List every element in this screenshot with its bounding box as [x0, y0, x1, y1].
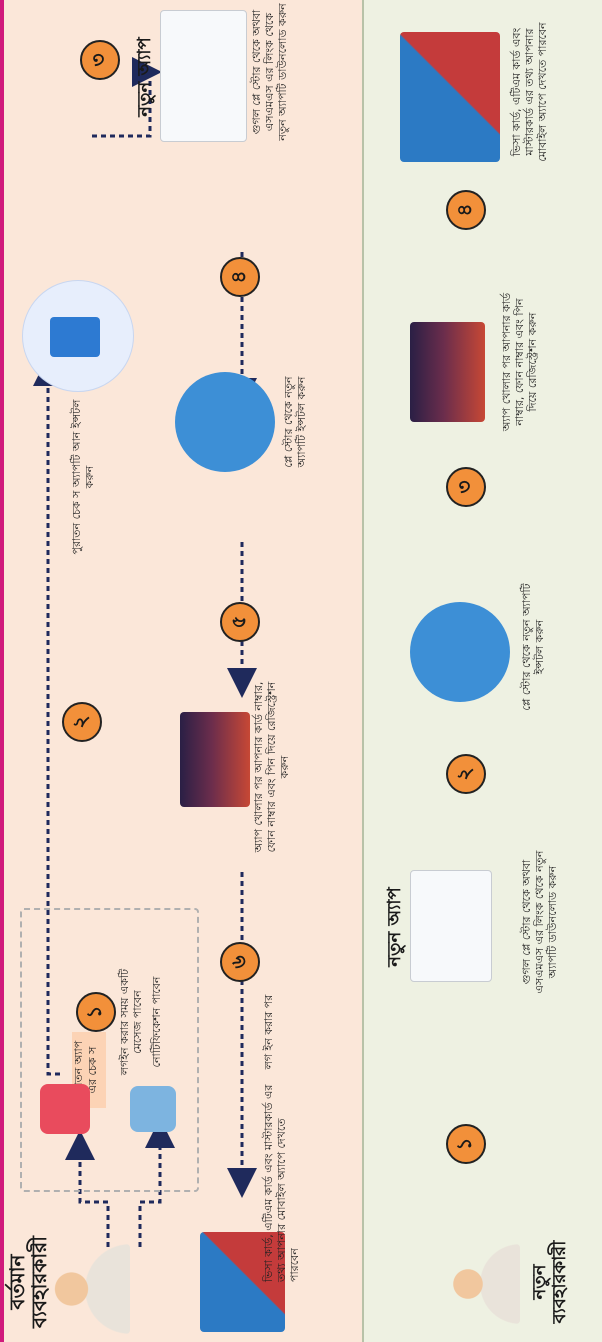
existing-step-5-badge: ৫	[220, 602, 260, 642]
arrow-user-to-notification	[65, 1130, 110, 1247]
notification-label: নোটিফিকেশন পাবেন	[150, 976, 163, 1068]
new-app-screenshot	[410, 870, 492, 982]
notification-icon	[40, 1084, 90, 1134]
existing-step-2-caption: পুরাতন চেক স অ্যাপটি আন ইন্সটল করুন	[70, 399, 96, 555]
trash-can-glyph	[50, 317, 100, 357]
existing-play-store-install	[175, 372, 275, 472]
existing-final-caption: ভিসা কার্ড, এটিএম কার্ড এবং মাস্টারকার্ড…	[262, 1084, 301, 1282]
existing-step-1-badge: ১	[76, 992, 116, 1032]
existing-step-2-badge: ২	[62, 702, 102, 742]
existing-new-app-screenshot	[160, 10, 247, 142]
new-step-3-badge: ৩	[446, 467, 486, 507]
new-step-1-caption: গুগল প্লে স্টোর থেকে অথবা এসএমএস এর লিংক…	[520, 850, 559, 994]
new-play-store-install	[410, 602, 510, 702]
existing-step-5-caption: অ্যাপ খোলার পর আপনার কার্ড নাম্বার, ফোন …	[252, 681, 291, 853]
existing-user-avatar	[40, 1244, 130, 1334]
existing-step-6-badge: ৬	[220, 942, 260, 982]
arrow-newapp-down	[92, 57, 162, 138]
new-user-title: নতুন ব্যবহারকারী	[529, 1240, 570, 1324]
existing-new-app-label: নতুন অ্যাপ	[134, 37, 155, 117]
existing-user-title: বর্তমান ব্যবহারকারী	[5, 1236, 51, 1328]
new-step-2-caption: প্লে স্টোর থেকে নতুন অ্যাপটি ইন্সটল করুন	[520, 583, 546, 711]
existing-step-4-badge: ৪	[220, 257, 260, 297]
existing-step-4-caption: প্লে স্টোর থেকে নতুন অ্যাপটি ইন্সটল করুন	[282, 376, 308, 468]
message-label: লগইন করার সময় একটি মেসেজ পাবেন	[118, 968, 144, 1076]
existing-registration-screen	[180, 712, 250, 807]
new-step-2-badge: ২	[446, 754, 486, 794]
new-app-label: নতুন অ্যাপ	[384, 887, 405, 967]
new-step-3-caption: অ্যাপ খোলার পর আপনার কার্ড নাম্বার, ফোন …	[500, 292, 539, 432]
arrow-uninstall-to-newapp	[48, 92, 60, 302]
new-step-1-badge: ১	[446, 1124, 486, 1164]
existing-user-options-box	[20, 908, 199, 1192]
existing-new-app-caption: গুগল প্লে স্টোর থেকে অথবা এসএমএস এর লিংক…	[250, 3, 289, 141]
new-step-4-caption: ভিসা কার্ড, এটিএম কার্ড এবং মাস্টারকার্ড…	[510, 22, 549, 162]
new-cards-image	[400, 32, 500, 162]
arrow-to-old-app	[33, 356, 63, 1076]
existing-step-6-caption: লগ ইন করার পর	[262, 994, 275, 1070]
new-registration-screen	[410, 322, 485, 422]
existing-step-3-badge: ৩	[80, 40, 120, 80]
message-icon	[130, 1086, 176, 1132]
new-user-avatar	[440, 1244, 520, 1324]
arrow-user-to-message	[138, 1118, 175, 1247]
new-step-4-badge: ৪	[446, 190, 486, 230]
